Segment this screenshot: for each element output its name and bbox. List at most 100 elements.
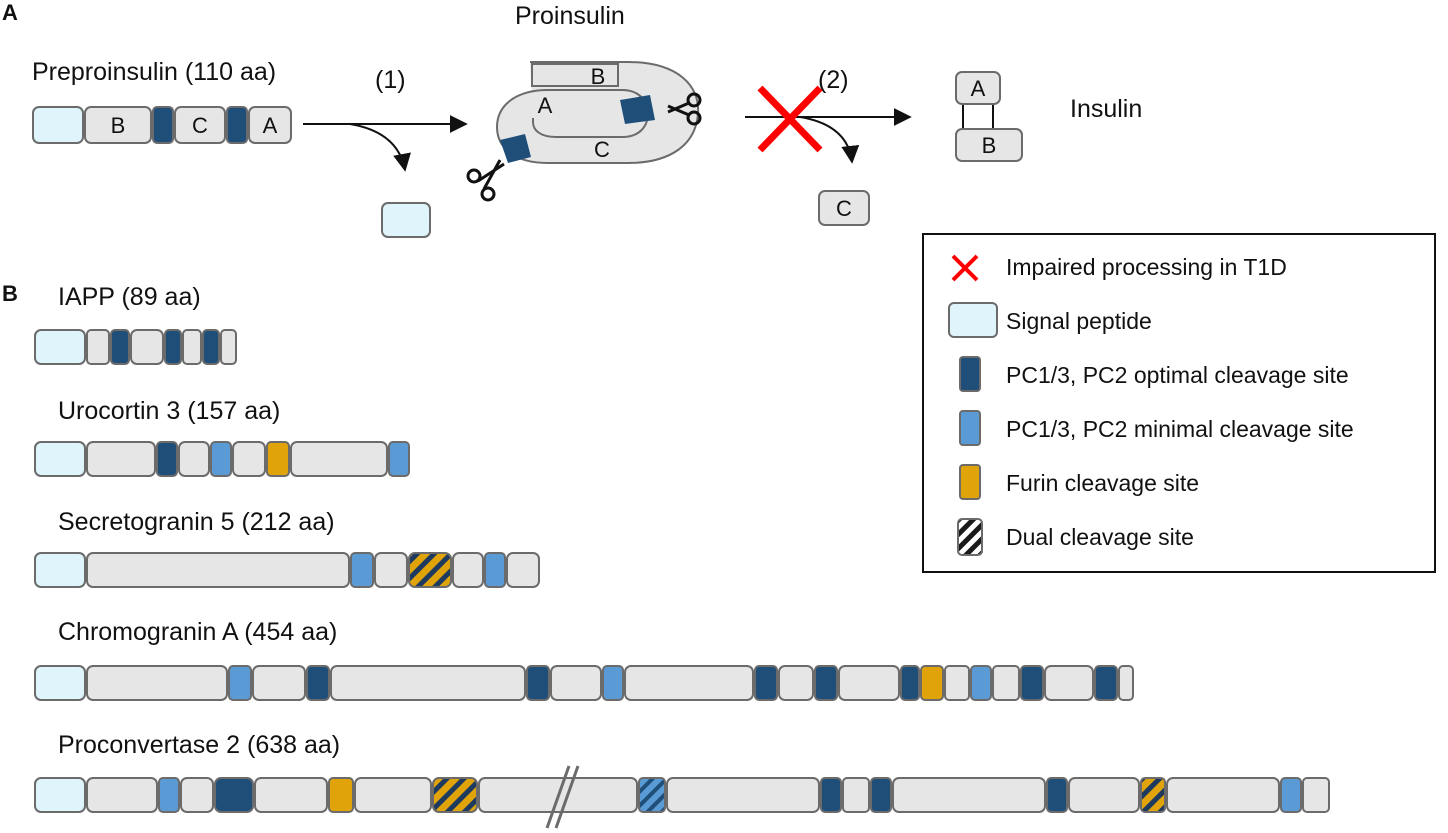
segment-optimal [164,329,182,365]
proinsulin-chain-a: A [538,93,553,118]
optimal-site-swatch [959,356,981,392]
proinsulin-chain-b: B [591,64,606,89]
segment-optimal [1094,665,1118,701]
segment-gray [452,552,484,588]
insulin-chain-b: B [982,133,997,158]
segment-optimal [900,665,920,701]
segment-minimal [158,777,180,813]
protein-label-iapp: IAPP (89 aa) [58,283,201,311]
segment-signal-peptide [32,106,84,144]
break-mark [545,765,580,829]
segment-signal [34,665,86,701]
segment-chain-c [174,106,226,144]
dual-site-swatch [957,518,983,556]
segment-gray [1302,777,1330,813]
signal-peptide-swatch [948,302,998,338]
legend-item-furin: Furin cleavage site [924,463,1434,503]
segment-gray [86,441,156,477]
cleaved-c-peptide [818,190,870,226]
segment-gray [374,552,408,588]
legend-label-impaired: Impaired processing in T1D [1006,254,1287,280]
segment-minimal [228,665,252,701]
segment-gray [1068,777,1140,813]
segment-optimal-site [226,106,248,144]
segment-gray [86,329,110,365]
panel-b-letter: B [2,281,18,306]
segment-gray [254,777,328,813]
protein-bar-5 [34,777,1330,813]
protein-bar-4 [34,665,1134,701]
segment-gray [1118,665,1134,701]
segment-gray [624,665,754,701]
legend-label-signal: Signal peptide [1006,308,1152,334]
cleaved-signal-peptide [381,202,431,238]
segment-gray [1044,665,1094,701]
chain-c-letter: C [192,113,208,138]
segment-gray [86,665,228,701]
insulin-chain-a: A [971,76,986,101]
segment-gray [1166,777,1280,813]
legend-item-signal: Signal peptide [924,301,1434,341]
legend-item-dual: Dual cleavage site [924,517,1434,557]
preproinsulin-label: Preproinsulin (110 aa) [32,58,277,86]
segment-dual [432,777,478,813]
scissors-icon [667,92,702,126]
segment-gray [232,441,266,477]
segment-gray [130,329,164,365]
legend-item-optimal: PC1/3, PC2 optimal cleavage site [924,355,1434,395]
segment-optimal-site [152,106,174,144]
protein-label-proconvertase: Proconvertase 2 (638 aa) [58,731,341,759]
furin-site-swatch [959,464,981,500]
segment-optimal [870,777,892,813]
protein-label-chromogranin: Chromogranin A (454 aa) [58,618,338,646]
arrow-step-2 [745,108,912,164]
segment-minimal [484,552,506,588]
segment-optimal [526,665,550,701]
c-peptide-letter: C [836,196,852,221]
protein-bar-3 [34,552,540,588]
segment-dual [408,552,452,588]
segment-signal [34,777,86,813]
legend-item-minimal: PC1/3, PC2 minimal cleavage site [924,409,1434,449]
minimal-site-swatch [959,410,981,446]
impaired-x-icon [757,85,823,153]
segment-chain-a [248,106,292,144]
step-1-label: (1) [375,66,406,94]
proinsulin-chain-c: C [594,137,610,162]
segment-optimal [754,665,778,701]
segment-minimal [350,552,374,588]
step-2-label: (2) [818,66,849,94]
legend-label-optimal: PC1/3, PC2 optimal cleavage site [1006,362,1349,388]
segment-signal [34,441,86,477]
segment-gray [252,665,306,701]
segment-optimal [820,777,842,813]
panel-a-letter: A [2,0,18,25]
protein-label-secretogranin: Secretogranin 5 (212 aa) [58,508,335,536]
proinsulin-shape: B A C [495,61,700,164]
segment-gray [550,665,602,701]
segment-minimal [1280,777,1302,813]
protein-bars [34,329,1330,813]
segment-optimal [814,665,838,701]
segment-gray [354,777,432,813]
insulin-shape: A B [955,71,1023,162]
segment-gray [86,777,158,813]
segment-gray [838,665,900,701]
protein-bar-1 [34,329,237,365]
segment-optimal [214,777,254,813]
legend-box: Impaired processing in T1D Signal peptid… [922,233,1436,573]
segment-gray [180,777,214,813]
segment-gray [666,777,820,813]
arrow-step-1 [303,115,468,172]
segment-signal [34,552,86,588]
segment-gray [944,665,970,701]
segment-minimal [602,665,624,701]
segment-gray [506,552,540,588]
proinsulin-label: Proinsulin [515,2,625,30]
preproinsulin-bar: B C A [32,106,292,144]
legend-label-dual: Dual cleavage site [1006,524,1194,550]
protein-label-urocortin: Urocortin 3 (157 aa) [58,397,281,425]
segment-minimal [210,441,232,477]
segment-optimal [110,329,130,365]
protein-bar-2 [34,441,410,477]
